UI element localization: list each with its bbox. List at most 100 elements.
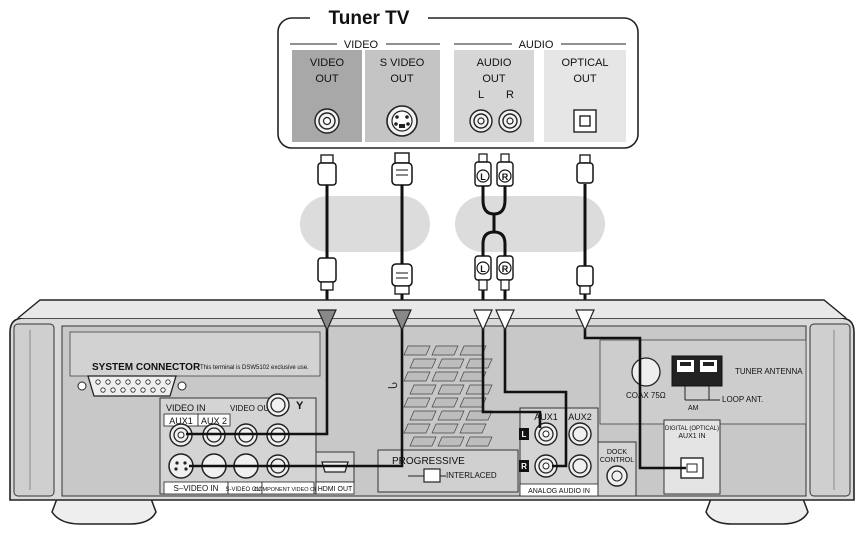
vent-slot [403, 397, 431, 408]
vent-slot [409, 410, 437, 421]
progressive-label: PROGRESSIVE [392, 456, 465, 467]
svideo-plug-top-icon [391, 152, 413, 186]
aux1-video-label: AUX1 [169, 416, 193, 426]
audio-aux1-label: AUX1 [534, 412, 558, 422]
vent-slot [403, 371, 431, 382]
vent-slot [409, 358, 437, 369]
svideo-out-label-2: OUT [390, 73, 414, 85]
badge-r: R [521, 462, 527, 471]
video-terminal-block: VIDEO IN VIDEO OUT AUX1 AUX 2 Y [159, 393, 322, 495]
audio-l-jack-icon [469, 109, 493, 133]
dock-control-jack-icon [606, 465, 628, 487]
component-y-label: Y [296, 400, 304, 412]
plug-l-label-bottom: L [480, 264, 486, 274]
vent-slot [437, 410, 465, 421]
vent-slot [403, 423, 431, 434]
plug-r-label-top: R [502, 172, 509, 182]
video-arrow-icon [317, 309, 337, 332]
component-y-jack-icon [266, 393, 290, 478]
vent-slot [409, 384, 437, 395]
ventilation-mark-icon: Ⴄ [385, 382, 398, 389]
progressive-switch: PROGRESSIVE INTERLACED [377, 449, 519, 493]
audio-r-plug-bottom-icon: R [496, 255, 514, 300]
audio-r-jack-icon [498, 109, 522, 133]
direction-arrows [317, 309, 595, 332]
optical-out-label-2: OUT [573, 73, 597, 85]
hdmi-out-label: HDMI OUT [318, 486, 353, 493]
cables [325, 184, 587, 268]
dock-control: DOCK CONTROL [597, 441, 637, 497]
video-out-jack-icon [314, 108, 340, 134]
optical-plug-top-icon [576, 154, 594, 184]
vent-slot [437, 436, 465, 447]
audio-r-plug-top-icon: R [496, 153, 514, 187]
vent-grille [403, 345, 493, 447]
connector-pin [105, 379, 111, 385]
plug-l-label-top: L [480, 172, 486, 182]
progressive-switch-toggle[interactable] [423, 468, 441, 483]
vent-slot [403, 345, 431, 356]
connector-pin [145, 379, 151, 385]
audio-aux2-l-jack-icon [568, 422, 592, 446]
hdmi-block: HDMI OUT [315, 451, 355, 495]
right-foot [705, 495, 809, 525]
aux1-video-jack-icon [169, 423, 193, 447]
audio-aux2-r-jack-icon [568, 454, 592, 478]
connector-pin [100, 387, 106, 393]
audio-aux1-l-jack-icon [534, 422, 558, 446]
video-cable-band [300, 196, 430, 252]
connector-pin [95, 379, 101, 385]
audio-out-label-1: AUDIO [477, 57, 512, 69]
audio-r-arrow-icon [495, 309, 515, 332]
video-plug-bottom-icon [317, 257, 337, 300]
audio-out-column [454, 50, 534, 142]
svideo-out-label-1: S VIDEO [380, 57, 425, 69]
plug-r-label-bottom: R [502, 264, 509, 274]
system-connector: SYSTEM CONNECTOR This terminal is DSW510… [77, 362, 309, 397]
am-label: AM [688, 405, 699, 412]
audio-r-label: R [506, 89, 514, 101]
vent-slot [465, 358, 493, 369]
analog-audio-block: AUX1 AUX2 L R ANALOG AUDIO IN [519, 407, 599, 497]
connector-pin [115, 379, 121, 385]
dock-label-2: CONTROL [600, 457, 634, 464]
vent-slot [437, 358, 465, 369]
digital-optical-label-2: AUX1 IN [678, 433, 705, 440]
optical-plug-bottom-icon [576, 265, 594, 302]
svideo-arrow-icon [392, 309, 412, 332]
dock-label-1: DOCK [607, 449, 628, 456]
tuner-tv-panel: Tuner TV VIDEO AUDIO VIDEO OUT S VIDEO O… [277, 6, 639, 149]
optical-out-label-1: OPTICAL [561, 57, 608, 69]
vent-slot [431, 423, 459, 434]
video-out-label-1: VIDEO [310, 57, 345, 69]
connector-pin [150, 387, 156, 393]
svideo-in-label: S–VIDEO IN [174, 484, 219, 493]
vent-slot [431, 397, 459, 408]
vent-slot [431, 345, 459, 356]
vent-slot [409, 436, 437, 447]
routed-wires [186, 326, 686, 470]
connector-pin [165, 379, 171, 385]
badge-l: L [522, 430, 527, 439]
connector-pin [155, 379, 161, 385]
interlaced-label: INTERLACED [446, 471, 497, 480]
analog-audio-in-label: ANALOG AUDIO IN [528, 488, 590, 495]
aux2-video-label: AUX 2 [201, 416, 227, 426]
connector-pin [120, 387, 126, 393]
video-plug-top-icon [317, 154, 337, 186]
svideo-out-small-label: S-VIDEO OUT [225, 487, 264, 493]
audio-l-plug-top-icon: L [474, 153, 492, 187]
coax-label: COAX 75Ω [626, 391, 666, 400]
optical-arrow-icon [575, 309, 595, 332]
coax-jack-icon [631, 357, 661, 387]
audio-out-label-2: OUT [482, 73, 506, 85]
vent-slot [437, 384, 465, 395]
audio-cable-band [455, 196, 605, 252]
tuner-antenna-label: TUNER ANTENNA [735, 367, 803, 376]
audio-l-plug-bottom-icon: L [474, 255, 492, 300]
antenna-section: COAX 75Ω TUNER ANTENNA AM LOOP ANT. [599, 339, 807, 425]
audio-group-label: AUDIO [519, 39, 554, 51]
component-video-out-label: COMPONENT VIDEO OUT [254, 487, 322, 493]
system-connector-label: SYSTEM CONNECTOR [92, 362, 201, 373]
